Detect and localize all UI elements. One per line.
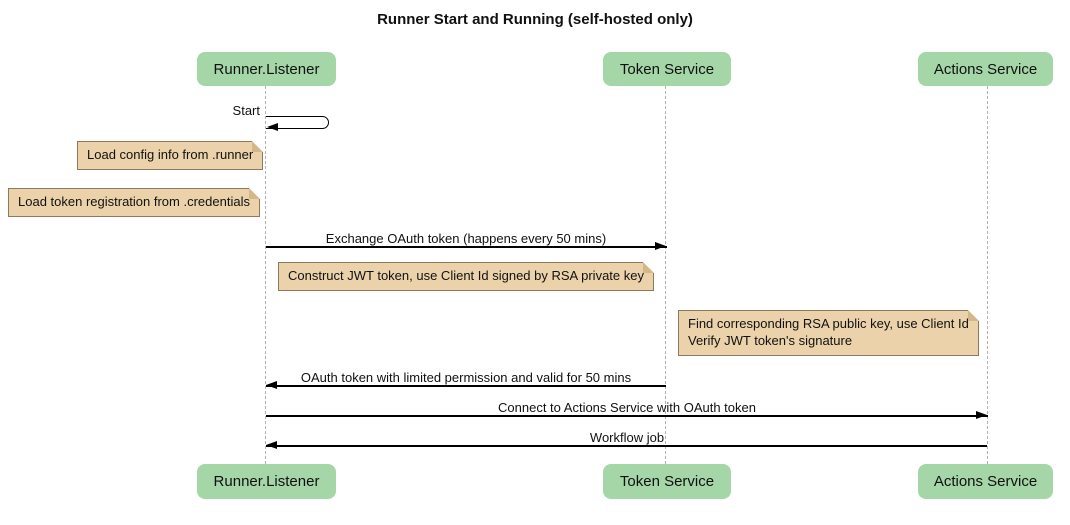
arrowhead-workflow-icon	[266, 441, 277, 449]
message-workflow-label: Workflow job	[589, 430, 665, 445]
lifeline-runner-listener	[265, 86, 266, 464]
lifeline-token-service	[665, 86, 666, 464]
participant-runner-listener-bottom: Runner.Listener	[197, 464, 336, 499]
note-load-config: Load config info from .runner	[77, 141, 264, 170]
arrowhead-connect-icon	[976, 411, 987, 419]
note-verify-jwt: Find corresponding RSA public key, use C…	[678, 310, 979, 356]
message-oauth-return-line	[266, 385, 666, 387]
participant-token-service-bottom: Token Service	[603, 464, 731, 499]
participant-label: Actions Service	[933, 60, 1038, 78]
message-exchange-line	[266, 246, 667, 248]
note-load-token: Load token registration from .credential…	[8, 188, 260, 217]
note-construct-jwt: Construct JWT token, use Client Id signe…	[278, 262, 654, 291]
participant-label: Runner.Listener	[213, 473, 320, 490]
lifeline-actions-service	[987, 86, 988, 464]
message-exchange-label: Exchange OAuth token (happens every 50 m…	[325, 231, 607, 246]
arrowhead-exchange-icon	[655, 242, 666, 250]
participant-actions-service-bottom: Actions Service	[918, 464, 1053, 499]
participant-label: Actions Service	[933, 473, 1038, 490]
message-start-label: Start	[232, 103, 260, 118]
message-connect-line	[266, 415, 988, 417]
participant-label: Runner.Listener	[213, 60, 320, 78]
message-oauth-return-label: OAuth token with limited permission and …	[300, 370, 632, 385]
arrowhead-start-icon	[267, 123, 278, 131]
participant-actions-service-top: Actions Service	[918, 52, 1053, 86]
arrowhead-oauth-return-icon	[266, 381, 277, 389]
participant-runner-listener-top: Runner.Listener	[197, 52, 336, 86]
message-workflow-line	[266, 445, 987, 447]
message-connect-label: Connect to Actions Service with OAuth to…	[498, 400, 756, 415]
message-start-loop	[266, 116, 329, 129]
participant-label: Token Service	[619, 473, 715, 490]
diagram-title: Runner Start and Running (self-hosted on…	[377, 11, 693, 28]
participant-token-service-top: Token Service	[603, 52, 731, 86]
participant-label: Token Service	[619, 60, 715, 78]
